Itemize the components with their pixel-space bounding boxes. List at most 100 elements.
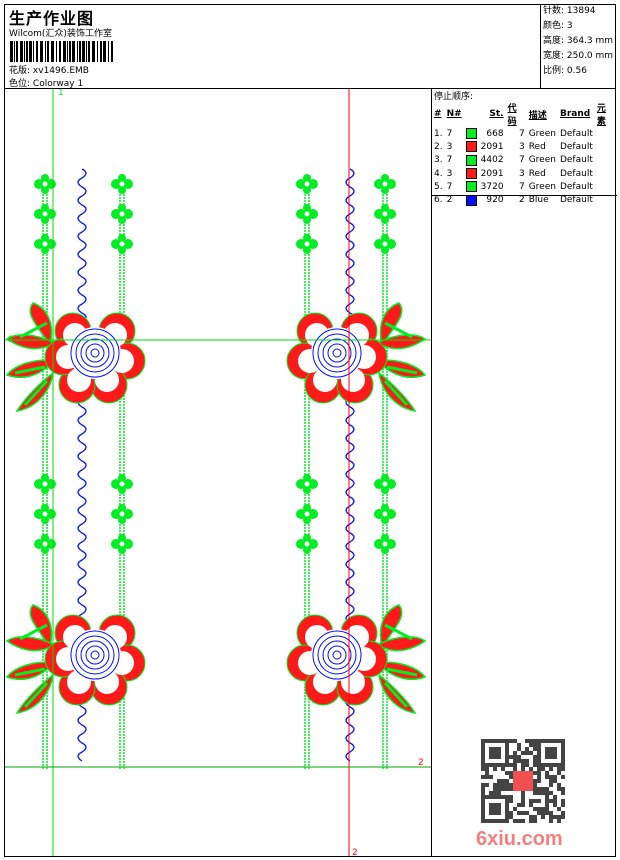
row-index: 1. [434, 128, 443, 139]
qr-module [489, 739, 493, 743]
row-index: 2. [434, 141, 443, 152]
qr-module [533, 771, 537, 775]
qr-module [497, 783, 501, 787]
qr-module [501, 795, 505, 799]
sprig-motif [374, 504, 396, 524]
sprig-motif [374, 474, 396, 494]
col-stitches: St. [489, 109, 504, 119]
row-swatch [465, 140, 480, 153]
qr-module [561, 743, 565, 747]
row-brand: Default [559, 181, 593, 192]
qr-module [537, 799, 541, 803]
qr-module [561, 755, 565, 759]
qr-module [533, 763, 537, 767]
qr-module [545, 755, 549, 759]
qr-module [553, 795, 557, 799]
qr-module [545, 763, 549, 767]
qr-module [501, 783, 505, 787]
color-count: 颜色: 3 [543, 21, 573, 31]
qr-module [537, 763, 541, 767]
qr-module [541, 815, 545, 819]
row-element [596, 140, 617, 153]
barcode-bar [72, 41, 75, 62]
qr-module [521, 763, 525, 767]
qr-module [553, 779, 557, 783]
qr-module [533, 747, 537, 751]
row-code: 2 [518, 195, 525, 206]
qr-module [481, 759, 485, 763]
qr-module [557, 783, 561, 787]
qr-module [553, 799, 557, 803]
qr-module [493, 811, 497, 815]
qr-module [481, 783, 485, 787]
zigzag-running-stitch [345, 168, 355, 332]
qr-module [497, 811, 501, 815]
row-code: 3 [518, 141, 525, 152]
col-needle: N# [446, 109, 462, 119]
qr-module [521, 791, 525, 795]
barcode-bar [82, 41, 85, 62]
qr-module [521, 751, 525, 755]
qr-module [497, 755, 501, 759]
sprig-motif [111, 204, 133, 224]
guide-label: 2 [418, 758, 424, 768]
qr-module [549, 779, 553, 783]
qr-module [561, 791, 565, 795]
qr-module [517, 759, 521, 763]
zigzag-running-stitch [77, 168, 87, 332]
qr-module [493, 783, 497, 787]
sprig-motif [111, 474, 133, 494]
design-width: 宽度: 250.0 mm [543, 51, 614, 61]
qr-module [481, 739, 485, 743]
qr-module [493, 803, 497, 807]
qr-module [489, 791, 493, 795]
qr-module [505, 747, 509, 751]
flower-motif [5, 603, 147, 715]
qr-module [481, 743, 485, 747]
qr-module [505, 799, 509, 803]
qr-module [481, 791, 485, 795]
qr-module [545, 799, 549, 803]
qr-module [481, 775, 485, 779]
qr-module [545, 811, 549, 815]
qr-module [545, 787, 549, 791]
qr-module [493, 791, 497, 795]
qr-module [497, 747, 501, 751]
sprig-motif [111, 234, 133, 254]
guide-label: 2 [352, 848, 358, 856]
qr-module [505, 739, 509, 743]
qr-module [493, 755, 497, 759]
qr-module [525, 751, 529, 755]
row-brand: Default [559, 168, 593, 179]
qr-module [537, 779, 541, 783]
qr-module [489, 763, 493, 767]
row-stitches: 2091 [480, 168, 504, 179]
qr-module [533, 819, 537, 823]
qr-module [557, 787, 561, 791]
qr-module [561, 767, 565, 771]
qr-module [493, 767, 497, 771]
barcode-bar [97, 41, 98, 62]
qr-module [521, 803, 525, 807]
row-description: Blue [528, 195, 549, 206]
stem-line [304, 179, 310, 769]
qr-module [517, 747, 521, 751]
qr-module [553, 815, 557, 819]
row-needle: 7 [446, 155, 453, 166]
qr-module [533, 815, 537, 819]
col-swatch [465, 101, 480, 127]
row-stitches: 2091 [480, 141, 504, 152]
qr-module [505, 807, 509, 811]
qr-module [513, 759, 517, 763]
qr-seal [513, 771, 533, 791]
barcode-bar [10, 41, 13, 62]
col-code: 代码 [507, 104, 517, 127]
qr-module [533, 739, 537, 743]
qr-module [561, 787, 565, 791]
qr-module [505, 803, 509, 807]
qr-module [493, 751, 497, 755]
qr-module [533, 779, 537, 783]
qr-module [549, 755, 553, 759]
qr-module [485, 767, 489, 771]
